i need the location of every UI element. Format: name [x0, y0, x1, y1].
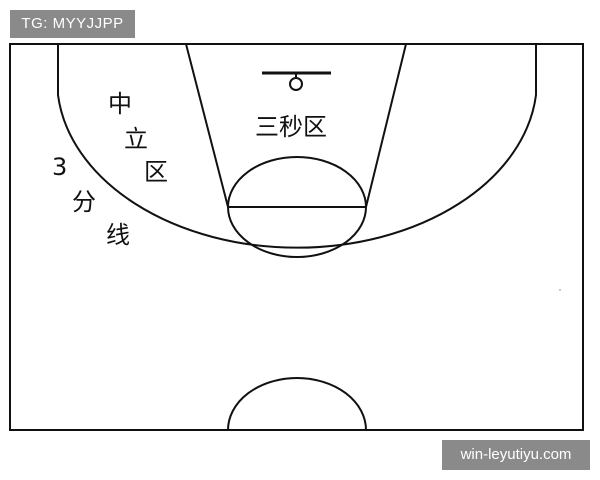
neutral-zone-label-char-3: 区 [144, 158, 168, 186]
watermark-bottom-right: win-leyutiyu.com [442, 440, 590, 470]
three-point-line [57, 44, 537, 249]
neutral-zone-label-char-1: 中 [108, 90, 132, 118]
neutral-zone-label-char-2: 立 [124, 125, 148, 153]
court-boundary [9, 43, 584, 431]
three-point-line-label-char-2: 分 [72, 188, 96, 216]
three-second-lane [185, 43, 407, 208]
basket-rim [289, 77, 303, 91]
free-throw-circle [227, 156, 367, 258]
three-second-area-label: 三秒区 [255, 113, 327, 141]
three-point-line-label-char-3: 线 [106, 221, 130, 249]
image-artifact-dot [559, 289, 561, 291]
three-point-line-label-char-1: 3 [52, 153, 67, 181]
watermark-top-left: TG: MYYJJPP [10, 10, 135, 38]
center-circle-half [227, 377, 367, 431]
